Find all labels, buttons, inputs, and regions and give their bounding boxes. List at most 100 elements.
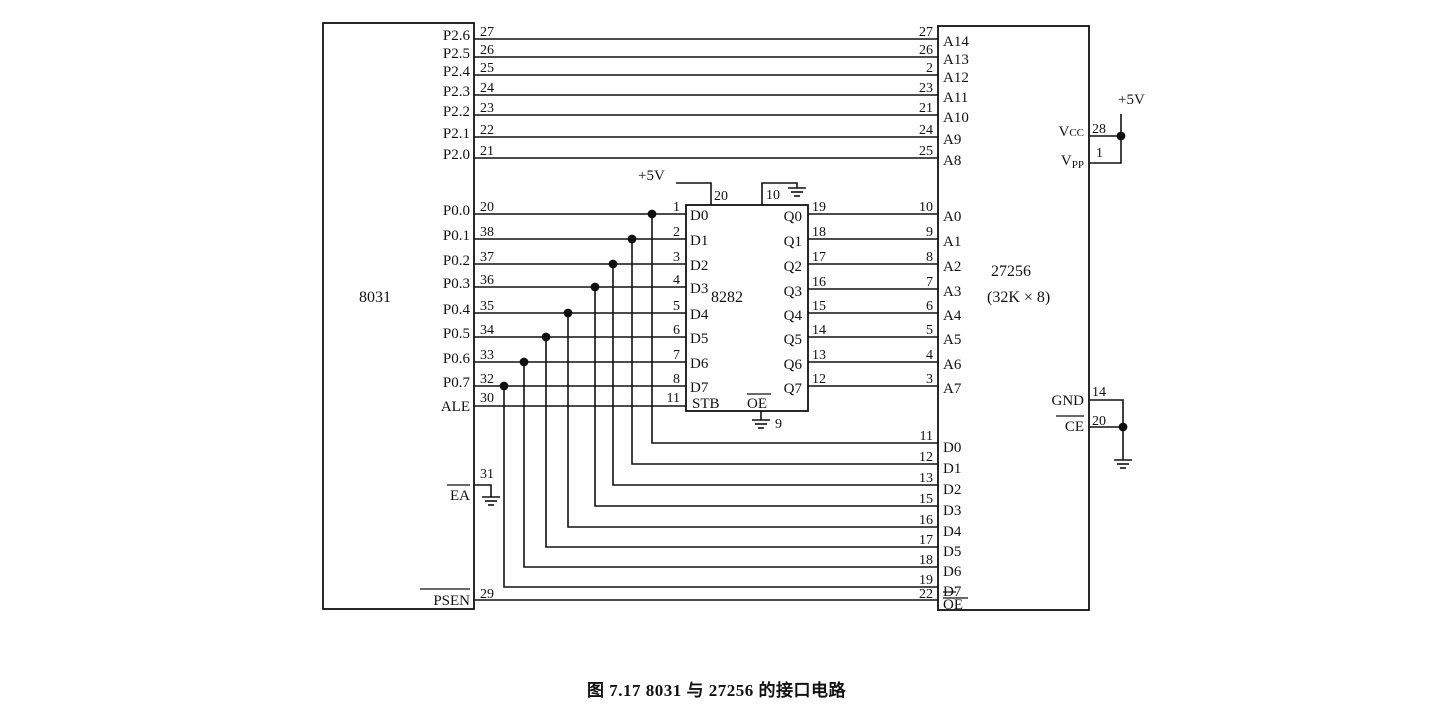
pin-number: 13 (919, 471, 933, 486)
data-tap-wire (594, 287, 938, 507)
pin-label-27256: A0 (943, 209, 961, 225)
pin-label-27256: A4 (943, 308, 962, 324)
pin-number: 35 (480, 299, 494, 314)
pin-number: 7 (926, 275, 933, 290)
pin-label-27256: A6 (943, 357, 962, 373)
pin-number: 27 (919, 25, 933, 40)
pin-label-8031: P2.4 (443, 64, 471, 80)
chip-8282 (685, 204, 809, 412)
pin-number: 16 (812, 275, 826, 290)
pin-label-8031: P2.2 (443, 104, 470, 120)
pin-number: 4 (926, 348, 933, 363)
ground-icon (482, 496, 500, 506)
chip-27256 (937, 25, 1090, 611)
pin-number: 23 (480, 101, 494, 116)
pin-number: 19 (812, 200, 826, 215)
data-tap-wire (523, 362, 938, 568)
pin-label-27256: D0 (943, 440, 961, 456)
pin-number: 25 (480, 61, 494, 76)
supply-label: +5V (638, 168, 665, 184)
pin-label-8282: Q0 (784, 209, 802, 225)
pin-label-8031: P2.3 (443, 84, 470, 100)
pin-label-27256: D2 (943, 482, 961, 498)
pin-label-27256: A10 (943, 110, 969, 126)
pin-number: 6 (673, 323, 680, 338)
pin-label-27256: A5 (943, 332, 961, 348)
pin-number: 16 (919, 513, 933, 528)
pin-number: 21 (480, 144, 494, 159)
pin-label-27256: D3 (943, 503, 961, 519)
pin-number: 10 (919, 200, 933, 215)
pin-number: 38 (480, 225, 494, 240)
figure-caption: 图 7.17 8031 与 27256 的接口电路 (587, 681, 846, 700)
pin-number: 9 (775, 417, 782, 432)
supply-label: +5V (1118, 92, 1145, 108)
pin-label-27256: VPP (1061, 153, 1084, 171)
data-tap-wire (503, 386, 938, 588)
pin-label-8031: P2.1 (443, 126, 470, 142)
pin-label-8282: D7 (690, 380, 709, 396)
pin-number: 37 (480, 250, 494, 265)
pin-number: 18 (919, 553, 933, 568)
pin-label-8282: D6 (690, 356, 709, 372)
pin-label-8282: D3 (690, 281, 708, 297)
pin-label-8031: EA (450, 488, 470, 504)
pin-label-27256: D4 (943, 524, 962, 540)
pin-label-8282: D1 (690, 233, 708, 249)
subscript: CC (1069, 127, 1084, 139)
pin-label-8282: D0 (690, 208, 708, 224)
pin-label-27256: CE (1065, 419, 1084, 435)
chip-name-8282: 8282 (711, 289, 743, 306)
pin-label-27256: D1 (943, 461, 961, 477)
pin-label-8282: STB (692, 396, 720, 412)
pin-label-27256: A12 (943, 70, 969, 86)
ground-icon (788, 187, 806, 197)
pin-label-27256: A14 (943, 34, 969, 50)
pin-number: 21 (919, 101, 933, 116)
pin-number: 26 (919, 43, 933, 58)
subscript: PP (1072, 159, 1084, 171)
pin-number: 3 (926, 372, 933, 387)
pin-label-27256: A13 (943, 52, 969, 68)
pin-label-8282: Q7 (784, 381, 803, 397)
pin-label-8282: Q1 (784, 234, 802, 250)
pin-label-8031: P0.5 (443, 326, 470, 342)
pin-label-8282: Q4 (784, 308, 803, 324)
pin-number: 15 (812, 299, 826, 314)
pin-number: 32 (480, 372, 494, 387)
pin-number: 28 (1092, 122, 1106, 137)
pin-label-27256: A11 (943, 90, 968, 106)
junction-dot (1118, 422, 1128, 432)
components (322, 22, 1132, 611)
pin-number: 24 (919, 123, 933, 138)
pin-number: 20 (480, 200, 494, 215)
pin-number: 1 (673, 200, 680, 215)
pin-label-8031: P0.4 (443, 302, 471, 318)
pin-number: 12 (812, 372, 826, 387)
pin-number: 6 (926, 299, 933, 314)
pin-number: 22 (480, 123, 494, 138)
pin-number: 23 (919, 81, 933, 96)
pin-number: 18 (812, 225, 826, 240)
data-tap-wire (612, 264, 938, 486)
pin-number: 24 (480, 81, 494, 96)
pin-number: 5 (673, 299, 680, 314)
pin-label-8031: P0.2 (443, 253, 470, 269)
pin-number: 20 (1092, 414, 1106, 429)
pin-number: 14 (812, 323, 826, 338)
pin-label-27256: D6 (943, 564, 962, 580)
pin-number: 12 (919, 450, 933, 465)
pin-number: 8 (673, 372, 680, 387)
data-tap-wire (567, 313, 938, 528)
data-tap-wire (651, 214, 938, 444)
data-tap-wire (545, 337, 938, 548)
pin-label-27256: A2 (943, 259, 961, 275)
wires (474, 38, 1128, 601)
pin-number: 14 (1092, 385, 1106, 400)
pin-number: 11 (920, 429, 933, 444)
pin-label-8282: D4 (690, 307, 709, 323)
pin-label-27256: VCC (1058, 124, 1084, 140)
pin-label-8282: Q2 (784, 259, 802, 275)
